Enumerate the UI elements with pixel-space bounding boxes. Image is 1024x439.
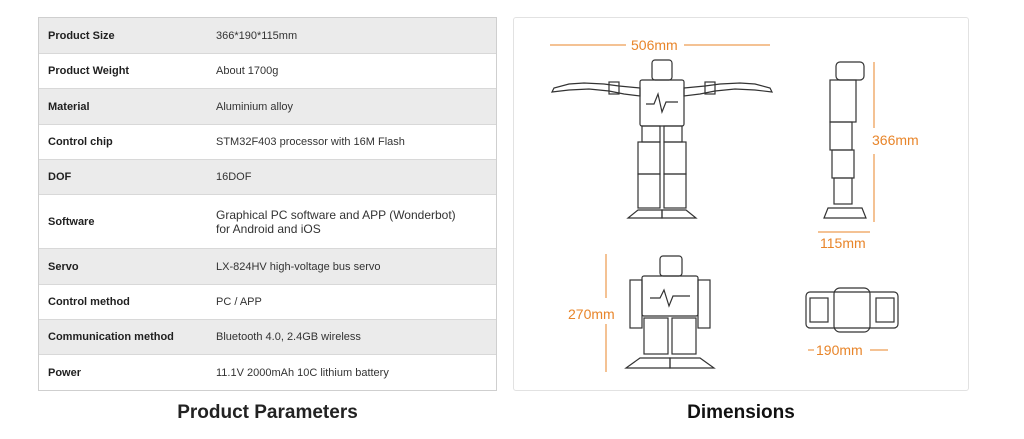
crouch-height-dimension-label: 270mm [568, 306, 615, 322]
row-value: PC / APP [216, 296, 262, 308]
row-value: Aluminium alloy [216, 100, 294, 113]
robot-top-view-drawing [805, 287, 899, 333]
row-key: Product Weight [48, 65, 130, 77]
row-value: STM32F403 processor with 16M Flash [216, 136, 405, 148]
row-key: Servo [48, 260, 79, 273]
row-key: Material [48, 100, 90, 113]
row-value: LX-824HV high-voltage bus servo [216, 260, 381, 273]
table-row: Control chip STM32F403 processor with 16… [39, 125, 496, 160]
dimensions-panel: 506mm 366mm 115mm 270mm 190mm [513, 17, 969, 391]
depth-dimension-label: 115mm [820, 235, 866, 251]
product-parameters-table: Product Size 366*190*115mm Product Weigh… [38, 17, 497, 391]
table-row: Power 11.1V 2000mAh 10C lithium battery [39, 355, 496, 390]
row-value: 11.1V 2000mAh 10C lithium battery [216, 366, 389, 379]
robot-side-view-drawing [823, 61, 867, 219]
row-value: Graphical PC software and APP (Wonderbot… [216, 207, 456, 236]
row-key: Control method [48, 296, 130, 308]
row-key: Communication method [48, 331, 174, 343]
table-row: Software Graphical PC software and APP (… [39, 195, 496, 249]
product-parameters-caption: Product Parameters [177, 402, 358, 423]
crouch-width-dimension-label: 190mm [816, 342, 863, 358]
row-key: Software [48, 215, 95, 228]
table-row: Material Aluminium alloy [39, 89, 496, 125]
row-value: 366*190*115mm [216, 29, 298, 42]
row-key: DOF [48, 171, 72, 183]
robot-dimension-drawings [550, 44, 899, 372]
table-row: Product Size 366*190*115mm [39, 18, 496, 54]
row-key: Control chip [48, 136, 113, 148]
dimensions-caption: Dimensions [687, 402, 795, 423]
table-row: Control method PC / APP [39, 285, 496, 320]
robot-front-view-drawing [550, 59, 774, 219]
row-value: Bluetooth 4.0, 2.4GB wireless [216, 331, 361, 343]
robot-crouch-view-drawing [624, 255, 716, 369]
row-key: Power [48, 366, 82, 379]
height-dimension-label: 366mm [872, 132, 919, 148]
table-row: DOF 16DOF [39, 160, 496, 195]
table-row: Servo LX-824HV high-voltage bus servo [39, 249, 496, 285]
width-dimension-label: 506mm [631, 37, 678, 53]
table-row: Product Weight About 1700g [39, 54, 496, 89]
row-key: Product Size [48, 29, 115, 42]
row-value: 16DOF [216, 171, 252, 183]
table-row: Communication method Bluetooth 4.0, 2.4G… [39, 320, 496, 355]
row-value: About 1700g [216, 65, 279, 77]
